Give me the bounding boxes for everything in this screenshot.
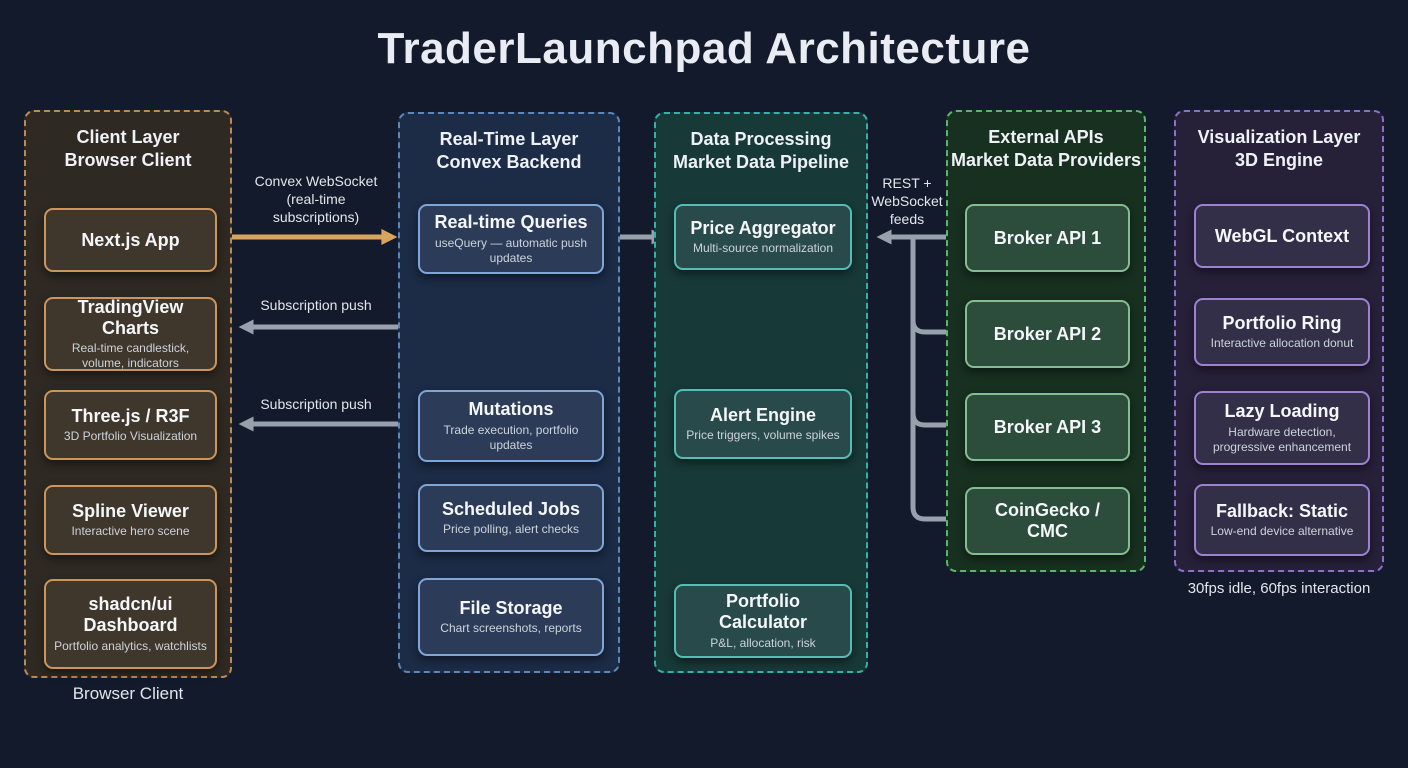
node-title: Lazy Loading	[1224, 401, 1340, 422]
node-title: Alert Engine	[709, 404, 816, 425]
client-column-caption: Browser Client	[72, 684, 184, 703]
column-external-apis: External APIs Market Data Providers Brok…	[946, 110, 1146, 572]
node-scheduled-jobs: Scheduled Jobs Price polling, alert chec…	[418, 484, 604, 552]
node-title: Next.js App	[81, 229, 180, 250]
node-subtitle: Interactive hero scene	[71, 524, 190, 539]
node-subtitle: Price triggers, volume spikes	[686, 428, 840, 443]
node-subtitle: Chart screenshots, reports	[440, 621, 582, 636]
node-title: TradingView Charts	[77, 296, 184, 338]
edge-label-subscription-push-1: Subscription push	[260, 297, 372, 313]
node-title: CoinGecko / CMC	[994, 500, 1101, 541]
node-subtitle: P&L, allocation, risk	[710, 635, 816, 650]
node-title: File Storage	[459, 597, 563, 618]
data-processing-header: Data Processing Market Data Pipeline	[672, 129, 850, 173]
node-subtitle: Hardware detection, progressive enhancem…	[1212, 424, 1352, 454]
node-webgl-context: WebGL Context	[1194, 204, 1370, 268]
node-portfolio-calculator: Portfolio Calculator P&L, allocation, ri…	[674, 584, 852, 658]
visualization-layer-header: Visualization Layer 3D Engine	[1197, 127, 1361, 171]
node-title: Broker API 1	[993, 227, 1102, 248]
node-subtitle: 3D Portfolio Visualization	[63, 429, 198, 444]
external-apis-header: External APIs Market Data Providers	[950, 127, 1142, 171]
node-subtitle: Low-end device alternative	[1210, 524, 1354, 539]
node-title: Price Aggregator	[690, 217, 836, 238]
node-title: Portfolio Calculator	[718, 591, 808, 632]
node-title: Portfolio Ring	[1222, 312, 1342, 333]
node-subtitle: useQuery — automatic push updates	[434, 235, 588, 265]
node-alert-engine: Alert Engine Price triggers, volume spik…	[674, 389, 852, 459]
node-title: Real-time Queries	[434, 212, 588, 233]
node-tradingview-charts: TradingView Charts Real-time candlestick…	[44, 297, 217, 371]
node-realtime-queries: Real-time Queries useQuery — automatic p…	[418, 204, 604, 274]
node-title: Mutations	[468, 399, 554, 420]
node-coingecko-cmc: CoinGecko / CMC	[965, 487, 1130, 555]
node-subtitle: Real-time candlestick, volume, indicator…	[71, 341, 190, 371]
node-mutations: Mutations Trade execution, portfolio upd…	[418, 390, 604, 462]
column-visualization-layer: Visualization Layer 3D Engine WebGL Cont…	[1174, 110, 1384, 572]
node-subtitle: Portfolio analytics, watchlists	[54, 638, 207, 653]
edge-label-rest-websocket-feeds: REST + WebSocket feeds	[871, 175, 943, 228]
edge-label-convex-websocket: Convex WebSocket (real-time subscription…	[254, 173, 378, 226]
node-shadcn-dashboard: shadcn/ui Dashboard Portfolio analytics,…	[44, 579, 217, 669]
node-broker-api-2: Broker API 2	[965, 300, 1130, 368]
page-title: TraderLaunchpad Architecture	[377, 24, 1031, 73]
node-price-aggregator: Price Aggregator Multi-source normalizat…	[674, 204, 852, 270]
node-broker-api-3: Broker API 3	[965, 393, 1130, 461]
column-client-layer: Client Layer Browser Client Next.js App …	[24, 110, 232, 678]
visualization-column-caption: 30fps idle, 60fps interaction	[1187, 580, 1371, 597]
node-fallback-static: Fallback: Static Low-end device alternat…	[1194, 484, 1370, 556]
node-threejs-r3f: Three.js / R3F 3D Portfolio Visualizatio…	[44, 390, 217, 460]
node-title: Broker API 3	[993, 416, 1102, 437]
edge-label-subscription-push-2: Subscription push	[260, 396, 372, 412]
client-layer-header: Client Layer Browser Client	[64, 127, 192, 171]
node-file-storage: File Storage Chart screenshots, reports	[418, 578, 604, 656]
node-title: Three.js / R3F	[71, 405, 190, 426]
node-title: Fallback: Static	[1215, 500, 1349, 521]
node-subtitle: Trade execution, portfolio updates	[443, 422, 579, 452]
node-nextjs-app: Next.js App	[44, 208, 217, 272]
node-subtitle: Multi-source normalization	[692, 241, 834, 256]
node-title: WebGL Context	[1214, 225, 1350, 246]
node-broker-api-1: Broker API 1	[965, 204, 1130, 272]
column-data-processing: Data Processing Market Data Pipeline Pri…	[654, 112, 868, 673]
node-lazy-loading: Lazy Loading Hardware detection, progres…	[1194, 391, 1370, 465]
node-title: Spline Viewer	[72, 500, 189, 521]
node-portfolio-ring: Portfolio Ring Interactive allocation do…	[1194, 298, 1370, 366]
column-realtime-layer: Real-Time Layer Convex Backend Real-time…	[398, 112, 620, 673]
node-title: Scheduled Jobs	[441, 498, 581, 519]
node-subtitle: Price polling, alert checks	[442, 522, 580, 537]
node-subtitle: Interactive allocation donut	[1210, 336, 1354, 351]
node-title: Broker API 2	[993, 323, 1102, 344]
node-title: shadcn/ui Dashboard	[83, 594, 178, 635]
node-spline-viewer: Spline Viewer Interactive hero scene	[44, 485, 217, 555]
realtime-layer-header: Real-Time Layer Convex Backend	[436, 129, 582, 173]
